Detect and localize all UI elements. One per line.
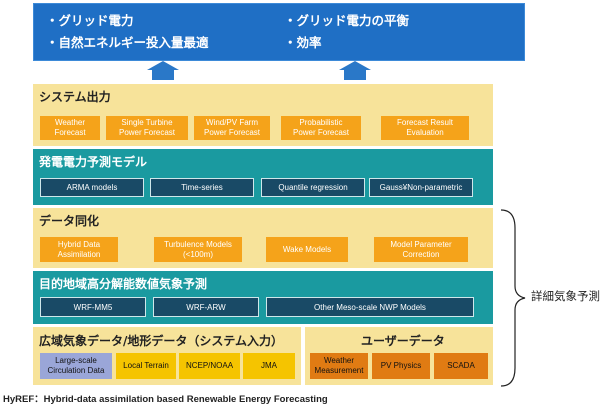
assimilation-hybrid-data: Hybrid Data Assimilation — [40, 237, 118, 262]
model-time-series: Time-series — [150, 178, 254, 197]
layer-title: システム出力 — [39, 90, 111, 104]
bracket-label: 詳細気象予測 — [531, 289, 600, 303]
layer-title: 目的地域高分解能数値気象予測 — [39, 277, 208, 291]
output-weather-forecast: Weather Forecast — [40, 116, 100, 140]
goal-grid-power: ・グリッド電力 — [46, 13, 134, 28]
layer-title: データ同化 — [39, 214, 100, 228]
right-bracket — [500, 209, 526, 387]
up-arrow-left — [147, 61, 179, 80]
goal-grid-balance: ・グリッド電力の平衡 — [284, 13, 410, 28]
output-evaluation: Forecast Result Evaluation — [381, 116, 469, 140]
model-gauss-nonparametric: Gauss¥Non-parametric — [369, 178, 473, 197]
output-probabilistic: Probabilistic Power Forecast — [281, 116, 361, 140]
output-single-turbine: Single Turbine Power Forecast — [106, 116, 188, 140]
user-scada: SCADA — [434, 353, 488, 379]
nwp-other-models: Other Meso-scale NWP Models — [266, 297, 474, 317]
goal-efficiency: ・効率 — [284, 35, 322, 50]
model-arma: ARMA models — [40, 178, 144, 197]
input-ncep-noaa: NCEP/NOAA — [179, 353, 240, 379]
assimilation-turbulence-models: Turbulence Models (<100m) — [154, 237, 242, 262]
model-quantile-regression: Quantile regression — [261, 178, 365, 197]
goal-renewable-optimization: ・自然エネルギー投入量最適 — [46, 35, 209, 50]
footer-caption: HyREF：Hybrid-data assimilation based Ren… — [3, 394, 328, 405]
layer-title: ユーザーデータ — [361, 334, 445, 348]
assimilation-wake-models: Wake Models — [266, 237, 348, 262]
goals-panel: ・グリッド電力 ・自然エネルギー投入量最適 ・グリッド電力の平衡 ・効率 — [33, 3, 525, 61]
up-arrow-right — [339, 61, 371, 80]
layer-title: 広域気象データ/地形データ（システム入力） — [39, 334, 284, 348]
input-local-terrain: Local Terrain — [116, 353, 176, 379]
user-weather-measurement: Weather Measurement — [310, 353, 368, 379]
user-pv-physics: PV Physics — [372, 353, 430, 379]
assimilation-parameter-correction: Model Parameter Correction — [374, 237, 468, 262]
output-farm-forecast: Wind/PV Farm Power Forecast — [194, 116, 270, 140]
nwp-wrf-arw: WRF-ARW — [153, 297, 259, 317]
input-circulation-data: Large-scale Circulation Data — [40, 353, 112, 379]
nwp-wrf-mm5: WRF-MM5 — [40, 297, 146, 317]
layer-title: 発電電力予測モデル — [39, 155, 148, 169]
input-jma: JMA — [243, 353, 295, 379]
